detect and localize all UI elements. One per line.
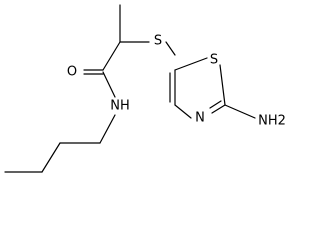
bond-ch-carbonyl (102, 41, 121, 71)
bond-c2-amino (224, 104, 256, 119)
bond-c2-n3-double-2 (209, 100, 222, 109)
bond-sulfur-c5 (165, 41, 176, 56)
ring-sulfur-label: S (210, 53, 218, 68)
oxygen-label: O (67, 65, 77, 80)
bond-c2-c3 (41, 142, 61, 173)
bond-c5-s1 (174, 57, 208, 71)
bond-c2-n3-double-1 (211, 104, 226, 114)
bond-n3-c4 (174, 104, 192, 119)
chemical-structure: O S NH S N NH2 (4, 4, 286, 173)
ring-nitrogen-label: N (195, 111, 205, 126)
amide-nh-label: NH (110, 99, 130, 114)
amino-label: NH2 (258, 114, 286, 129)
bond-nh-c1 (99, 114, 116, 144)
bond-carbonyl-nh (102, 71, 116, 98)
sulfur-thioether-label: S (154, 34, 162, 49)
bond-s1-c2 (219, 64, 226, 106)
